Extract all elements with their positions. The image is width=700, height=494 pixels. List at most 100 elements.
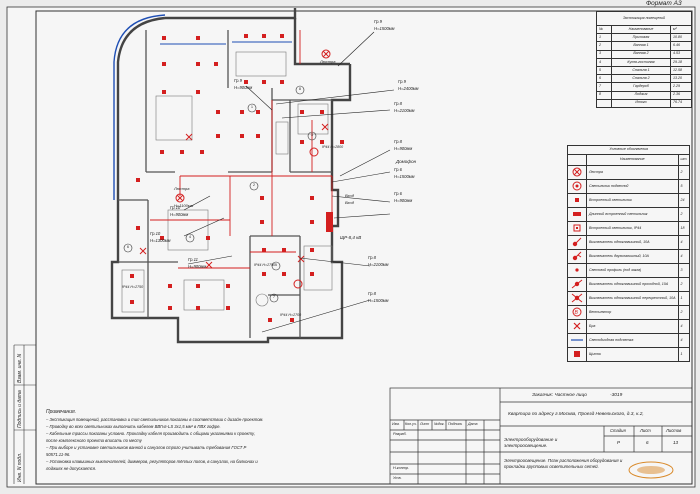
company-logo [628, 461, 674, 479]
notes-line: – Экспликация помещений, расстановка и т… [46, 417, 264, 422]
callout-height: Н=2400мм [398, 86, 419, 91]
fan-icon [139, 123, 329, 269]
callout-height: Н=900мм [394, 198, 413, 203]
panel-icon [326, 212, 333, 232]
explication-total-value: 76.74 [670, 98, 692, 108]
notes-line: – При выборе и установке светильников ва… [46, 445, 247, 450]
callout-group: Гр.8 [394, 101, 402, 106]
pass-switch-icon [571, 279, 583, 289]
stamp-section: Электрооборудование и электроосвещение. [504, 437, 558, 448]
room-tag: Вход [345, 193, 354, 198]
callout-height: Н=900мм [234, 85, 253, 90]
notes-line: – Проводку во всех светильниках выполнит… [46, 424, 221, 429]
ip-label: IP44 Н=2750 [122, 285, 144, 289]
legend-label: Световой профиль (под заказ) [586, 263, 679, 278]
panel-icon [574, 350, 580, 357]
callout-group: Гр.6 [394, 167, 402, 172]
callout-height: Н=1500мм [374, 26, 395, 31]
ceiling-light-icon [175, 49, 331, 289]
callout-group: Гр.8 [368, 255, 376, 260]
ip-label: IP44 Н=2700 [280, 313, 302, 317]
callout-group: Гр.9 [234, 78, 242, 83]
room-tag: Люстра [320, 59, 336, 64]
room-number: 2 [253, 183, 255, 187]
legend-table: Условные обозначения Наименование шт. Лю… [566, 145, 691, 362]
room-number: 1 [251, 105, 253, 109]
stamp-order: Заказчик: Частное лицо [532, 393, 587, 398]
room-number: 8 [299, 87, 301, 91]
callout-group: Гр.9 [374, 19, 382, 24]
col-header: №док. [434, 422, 445, 426]
recessed-light-icon [575, 197, 579, 202]
stage-header: Листов [666, 428, 682, 433]
recessed-lights [130, 34, 344, 322]
callout-height: Н=1500мм [394, 174, 415, 179]
wiring-routes [150, 30, 333, 269]
callout-height: Н=1500мм [368, 298, 389, 303]
stamp-sheet-title: Электроосвещение. План расположения обор… [504, 458, 623, 469]
fan-icon: B [572, 307, 582, 317]
col-header: Лист [420, 422, 430, 426]
notes-line: 50571.11-96. [46, 452, 71, 457]
ip-label: IP44 Н=2800 [322, 145, 344, 149]
callout-height: Н=2100мм [368, 262, 389, 267]
callout-group: Гр.10 [150, 231, 161, 236]
callout-group: Гр.8 [394, 139, 402, 144]
switch-1-icon [572, 237, 582, 246]
door-label: Домофон [396, 159, 417, 164]
callout-group: Гр.10 [170, 205, 181, 210]
legend-qty: 1 [677, 347, 691, 362]
cross-switch-icon [571, 293, 583, 303]
legend-row: Выключатель одноклавишный проходной, 10А… [567, 277, 691, 292]
pendant-light-icon [572, 181, 582, 191]
callout-group: Гр.8 [368, 291, 376, 296]
leader-lines [183, 31, 395, 333]
notes-line: – Кабельные трассы показаны условно. Про… [46, 431, 255, 436]
room-number: 3 [311, 133, 313, 137]
col-header: Кол.уч. [405, 422, 417, 426]
switch-2-icon [572, 251, 582, 260]
ip44-light-icon [573, 224, 581, 232]
legend-qty: 2 [677, 207, 691, 222]
callout-height: Н=900мм [170, 212, 189, 217]
col-header: Дата [468, 422, 478, 426]
notes-line: – Установка клавишных выключателей, димм… [46, 459, 258, 464]
role-row: Н.контр. [393, 466, 410, 470]
stamp-code: -3019 [610, 393, 623, 398]
recessed-wide-light-icon [573, 211, 581, 216]
notes-line: лоджиях не допускается. [46, 466, 97, 471]
led-profile-icon [575, 268, 579, 272]
role-row: Утв. [393, 476, 402, 480]
legend-label: Щиток [586, 347, 679, 362]
stamp-object: Квартира по адресу г.Москва, Проезд Неве… [508, 412, 644, 417]
callout-group: Гр.11 [188, 257, 198, 262]
room-number: 6 [127, 245, 129, 249]
room-number: 5 [275, 263, 277, 267]
stage-value: 13 [673, 440, 679, 445]
col-header: Изм. [392, 422, 400, 426]
plan-walls [110, 8, 352, 344]
room-markers [123, 85, 317, 303]
room-number: 4 [189, 235, 191, 239]
stage-value: Р [617, 440, 621, 445]
role-row: Разраб. [393, 432, 407, 436]
callout-height: Н=1300мм [150, 238, 171, 243]
notes-title: Примечания. [46, 409, 77, 415]
col-header: Подпись [448, 422, 463, 426]
callout-height: Н=900мм [394, 146, 413, 151]
room-tag: Люстра [174, 186, 190, 191]
callout-height: Н=2100мм [394, 108, 415, 113]
callout-group: Гр.6 [394, 191, 402, 196]
stage-header: Стадия [610, 428, 626, 433]
room-tag: Н=1100мм [174, 203, 194, 208]
stage-value: 6 [646, 440, 649, 445]
